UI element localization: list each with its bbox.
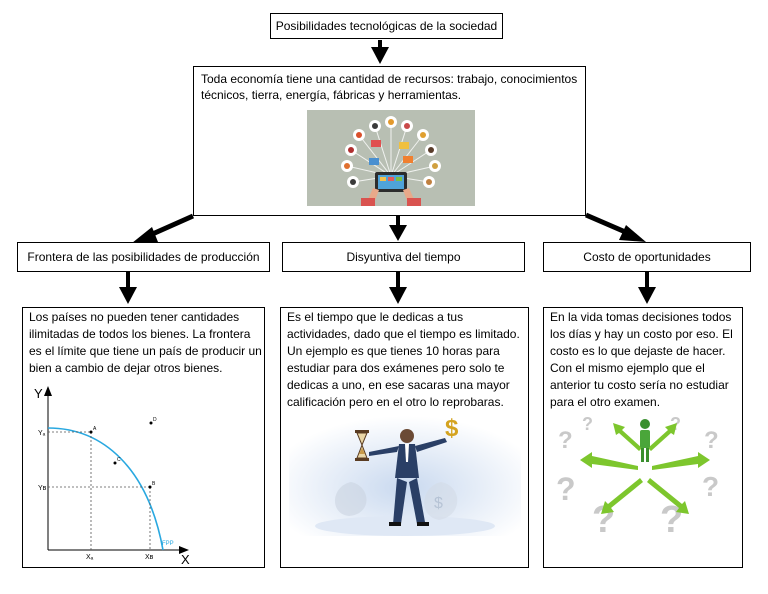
branch-label-time: Disyuntiva del tiempo xyxy=(282,242,525,272)
root-text: Toda economía tiene una cantidad de recu… xyxy=(201,72,578,102)
svg-text:?: ? xyxy=(558,427,573,454)
green-arrows xyxy=(580,423,710,514)
svg-text:?: ? xyxy=(702,471,719,502)
xa-label: Xₐ xyxy=(86,554,94,561)
choices-illustration: ? ? ? ? ? ? ? ? xyxy=(556,414,719,541)
point-c-label: C xyxy=(117,457,121,463)
xb-label: Xʙ xyxy=(145,554,154,561)
fpp-label: FPP xyxy=(162,541,174,547)
businessman xyxy=(369,429,447,526)
svg-text:?: ? xyxy=(556,471,576,507)
branch-label-ppf: Frontera de las posibilidades de producc… xyxy=(17,242,270,272)
ppf-chart: Y X A B C D Yₐ Yʙ Xₐ Xʙ FPP xyxy=(34,386,190,567)
yb-label: Yʙ xyxy=(38,485,47,492)
tablet-with-hands xyxy=(361,172,421,206)
person-icon xyxy=(640,419,650,462)
businessman-balance-illustration: $ $ xyxy=(289,415,521,536)
root-node: Toda economía tiene una cantidad de recu… xyxy=(193,66,586,216)
card-opportunity-cost: En la vida tomas decisiones todos los dí… xyxy=(543,307,743,568)
hourglass-icon xyxy=(355,430,369,461)
y-axis-label: Y xyxy=(34,386,43,401)
branch-label-opportunity-cost: Costo de oportunidades xyxy=(543,242,751,272)
svg-text:?: ? xyxy=(582,414,593,434)
diagram-title: Posibilidades tecnológicas de la socieda… xyxy=(270,13,503,39)
dollar-sign-icon: $ xyxy=(445,415,459,442)
svg-text:?: ? xyxy=(704,427,719,454)
x-axis-label: X xyxy=(181,552,190,567)
card-time-text: Es el tiempo que le dedicas a tus activi… xyxy=(287,310,520,409)
svg-text:?: ? xyxy=(660,499,683,541)
technology-illustration xyxy=(307,110,475,206)
point-a-label: A xyxy=(93,426,97,432)
card-ppf: Los países no pueden tener cantidades il… xyxy=(22,307,265,568)
ppf-curve xyxy=(47,427,164,551)
card-time: Es el tiempo que le dedicas a tus activi… xyxy=(280,307,529,568)
resource-icons xyxy=(341,116,441,188)
svg-text:$: $ xyxy=(434,495,443,512)
card-opportunity-cost-text: En la vida tomas decisiones todos los dí… xyxy=(550,310,733,409)
ya-label: Yₐ xyxy=(38,430,46,437)
money-bags: $ xyxy=(334,482,458,520)
svg-text:$: $ xyxy=(445,415,459,442)
card-ppf-text: Los países no pueden tener cantidades il… xyxy=(29,310,262,375)
point-b-label: B xyxy=(152,481,156,487)
point-d-label: D xyxy=(153,417,157,423)
question-marks: ? ? ? ? ? ? ? ? xyxy=(556,414,719,541)
